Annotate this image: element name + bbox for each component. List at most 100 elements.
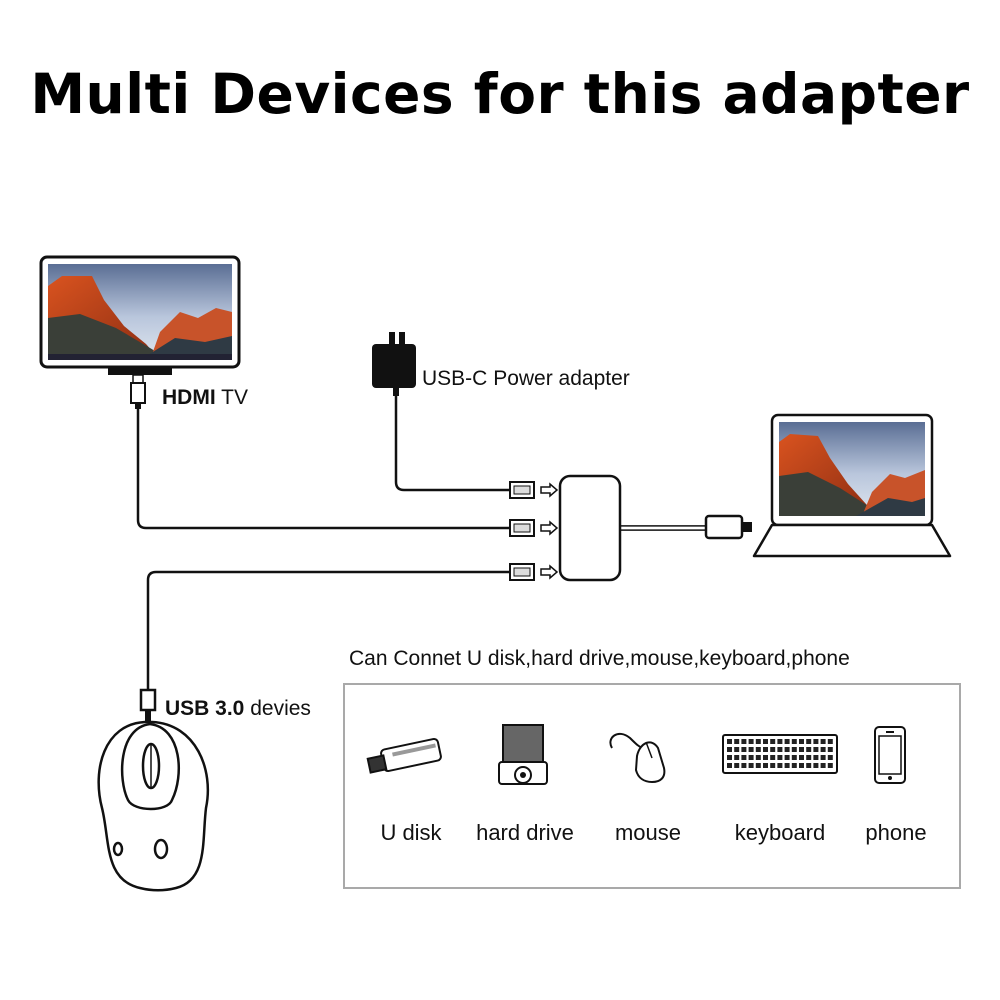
keyboard-key xyxy=(734,763,740,768)
keyboard-key xyxy=(777,755,783,760)
keyboard-key xyxy=(784,739,790,744)
keyboard-keys xyxy=(727,739,833,768)
usb-flash-drive-icon xyxy=(366,737,442,774)
hdmi-cable xyxy=(136,408,510,530)
hard-drive-icon xyxy=(498,724,548,785)
connect-caption: Can Connet U disk,hard drive,mouse,keybo… xyxy=(349,647,850,670)
port-usb-connector xyxy=(509,563,535,581)
keyboard-key xyxy=(755,755,761,760)
hdmi-tv-label: HDMI TV xyxy=(162,386,248,410)
keyboard-key xyxy=(727,755,732,760)
keyboard-key xyxy=(748,747,754,752)
keyboard-key xyxy=(777,747,783,752)
keyboard-key xyxy=(770,763,776,768)
keyboard-key xyxy=(770,747,776,752)
keyboard-key xyxy=(820,763,826,768)
cables xyxy=(136,393,706,690)
usb-c-plug-icon xyxy=(704,514,752,540)
arrow-icons xyxy=(540,482,559,580)
keyboard-key xyxy=(799,755,804,760)
power-adapter-icon xyxy=(372,332,416,396)
arrow-right-icon xyxy=(540,482,559,498)
keyboard-key xyxy=(777,763,783,768)
keyboard-key xyxy=(784,747,790,752)
device-box xyxy=(343,683,961,889)
keyboard-key xyxy=(741,755,747,760)
usb-c-hub xyxy=(558,474,622,582)
keyboard-key xyxy=(755,739,761,744)
keyboard-key xyxy=(791,763,797,768)
device-label-phone: phone xyxy=(865,820,927,845)
device-label-keyboard: keyboard xyxy=(734,820,826,845)
keyboard-key xyxy=(763,747,768,752)
keyboard-key xyxy=(727,763,732,768)
keyboard-key xyxy=(763,763,768,768)
keyboard-key xyxy=(820,755,826,760)
keyboard-key xyxy=(799,747,804,752)
keyboard-key xyxy=(734,755,740,760)
keyboard-key xyxy=(763,755,768,760)
usbc-label-tail: Power adapter xyxy=(493,367,630,390)
keyboard-key xyxy=(791,755,797,760)
keyboard-key xyxy=(741,739,747,744)
device-label-u-disk: U disk xyxy=(380,820,442,845)
usb3-label-main: USB 3.0 xyxy=(165,697,245,720)
hdmi-label-tail: TV xyxy=(221,386,248,409)
keyboard-key xyxy=(827,747,833,752)
port-power-connector xyxy=(509,481,535,499)
keyboard-key xyxy=(770,739,776,744)
keyboard-key xyxy=(784,763,790,768)
mouse-icon xyxy=(609,732,666,784)
keyboard-key xyxy=(820,747,826,752)
keyboard-key xyxy=(741,747,747,752)
keyboard-key xyxy=(770,755,776,760)
keyboard-key xyxy=(791,747,797,752)
hdmi-label-main: HDMI xyxy=(162,386,216,409)
usb-c-power-label: USB-C Power adapter xyxy=(422,367,630,391)
keyboard-key xyxy=(763,739,768,744)
keyboard-key xyxy=(813,747,819,752)
hdmi-tv-icon xyxy=(39,255,241,409)
keyboard-key xyxy=(806,763,812,768)
usb3-cable xyxy=(146,570,510,690)
usb3-label-tail: devies xyxy=(250,697,311,720)
keyboard-key xyxy=(755,763,761,768)
arrow-right-icon xyxy=(540,564,559,580)
keyboard-key xyxy=(748,755,754,760)
adapter-ports xyxy=(509,481,535,581)
phone-icon xyxy=(874,726,906,784)
laptop-icon xyxy=(752,413,952,558)
keyboard-key xyxy=(827,763,833,768)
keyboard-key xyxy=(827,755,833,760)
keyboard-key xyxy=(727,747,732,752)
keyboard-key xyxy=(813,763,819,768)
power-cable xyxy=(394,393,510,492)
keyboard-key xyxy=(727,739,732,744)
usb3-mouse-icon xyxy=(97,688,210,892)
keyboard-key xyxy=(827,739,833,744)
keyboard-key xyxy=(799,739,804,744)
keyboard-key xyxy=(784,755,790,760)
keyboard-key xyxy=(806,755,812,760)
arrow-right-icon xyxy=(540,520,559,536)
keyboard-key xyxy=(734,747,740,752)
keyboard-key xyxy=(806,747,812,752)
keyboard-key xyxy=(748,763,754,768)
keyboard-key xyxy=(734,739,740,744)
page-title: Multi Devices for this adapter xyxy=(30,62,970,126)
usbc-label-main: USB-C xyxy=(422,367,488,390)
device-label-hard-drive: hard drive xyxy=(476,820,574,845)
keyboard-key xyxy=(813,755,819,760)
port-hdmi-connector xyxy=(509,519,535,537)
keyboard-key xyxy=(806,739,812,744)
keyboard-key xyxy=(813,739,819,744)
keyboard-key xyxy=(777,739,783,744)
keyboard-key xyxy=(755,747,761,752)
usb3-devices-label: USB 3.0 devies xyxy=(165,697,311,721)
keyboard-key xyxy=(820,739,826,744)
keyboard-key xyxy=(741,763,747,768)
keyboard-key xyxy=(791,739,797,744)
device-label-mouse: mouse xyxy=(614,820,682,845)
keyboard-key xyxy=(799,763,804,768)
